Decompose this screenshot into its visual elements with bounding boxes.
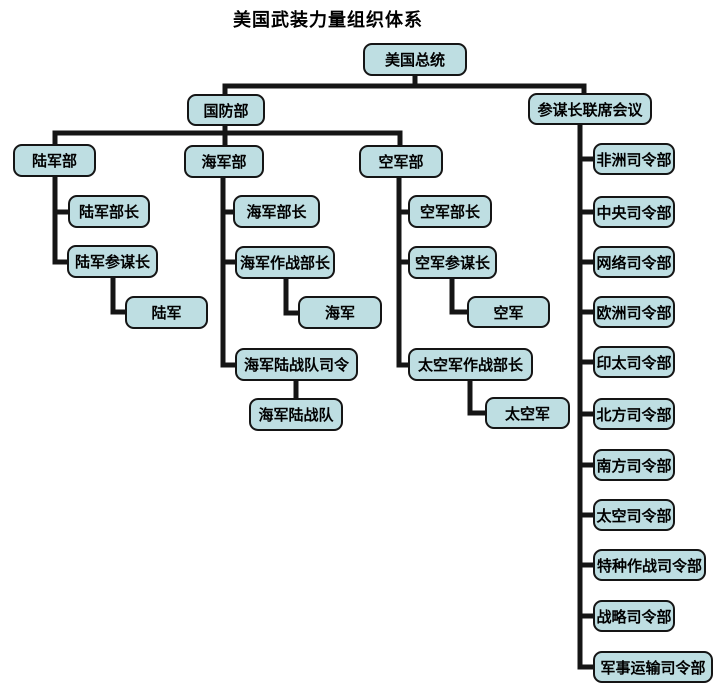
node-air-force-secretary: 空军部长 bbox=[408, 195, 492, 228]
connector-navy-branch bbox=[220, 178, 299, 398]
connector-air-force-branch bbox=[396, 178, 485, 416]
node-marine-corps: 海军陆战队 bbox=[249, 398, 343, 431]
connector-jcs-branch bbox=[577, 125, 593, 670]
node-navy-department: 海军部 bbox=[184, 145, 264, 178]
node-southern-command: 南方司令部 bbox=[593, 449, 675, 481]
node-defense-department: 国防部 bbox=[187, 94, 265, 126]
node-central-command: 中央司令部 bbox=[593, 196, 675, 228]
node-space-force: 太空军 bbox=[485, 397, 570, 429]
node-marine-corps-commandant: 海军陆战队司令 bbox=[235, 348, 358, 381]
node-africa-command: 非洲司令部 bbox=[593, 143, 675, 175]
connector-dod-branch bbox=[52, 126, 403, 145]
node-navy-secretary: 海军部长 bbox=[233, 195, 320, 228]
connector-president-branch bbox=[222, 75, 587, 94]
node-army-secretary: 陆军部长 bbox=[68, 195, 150, 228]
node-air-force-chief-of-staff: 空军参谋长 bbox=[408, 246, 497, 279]
node-space-command: 太空司令部 bbox=[593, 499, 675, 531]
node-president: 美国总统 bbox=[363, 43, 467, 76]
node-chief-of-naval-operations: 海军作战部长 bbox=[235, 246, 335, 279]
node-strategic-command: 战略司令部 bbox=[593, 600, 675, 632]
node-air-force-department: 空军部 bbox=[359, 145, 443, 178]
node-northern-command: 北方司令部 bbox=[593, 398, 675, 430]
diagram-title: 美国武装力量组织体系 bbox=[233, 10, 423, 30]
node-european-command: 欧洲司令部 bbox=[593, 296, 675, 328]
node-cyber-command: 网络司令部 bbox=[593, 246, 675, 278]
node-special-operations-command: 特种作战司令部 bbox=[593, 549, 706, 581]
node-army: 陆军 bbox=[125, 296, 208, 329]
node-navy: 海军 bbox=[298, 296, 382, 329]
node-indo-pacific-command: 印太司令部 bbox=[593, 346, 675, 378]
node-transportation-command: 军事运输司令部 bbox=[593, 651, 713, 683]
node-army-chief-of-staff: 陆军参谋长 bbox=[67, 245, 158, 278]
node-army-department: 陆军部 bbox=[13, 144, 96, 177]
connector-army-branch bbox=[52, 177, 125, 315]
node-space-force-chief: 太空军作战部长 bbox=[408, 348, 533, 381]
node-air-force: 空军 bbox=[467, 296, 550, 328]
node-joint-chiefs-of-staff: 参谋长联席会议 bbox=[528, 93, 652, 125]
